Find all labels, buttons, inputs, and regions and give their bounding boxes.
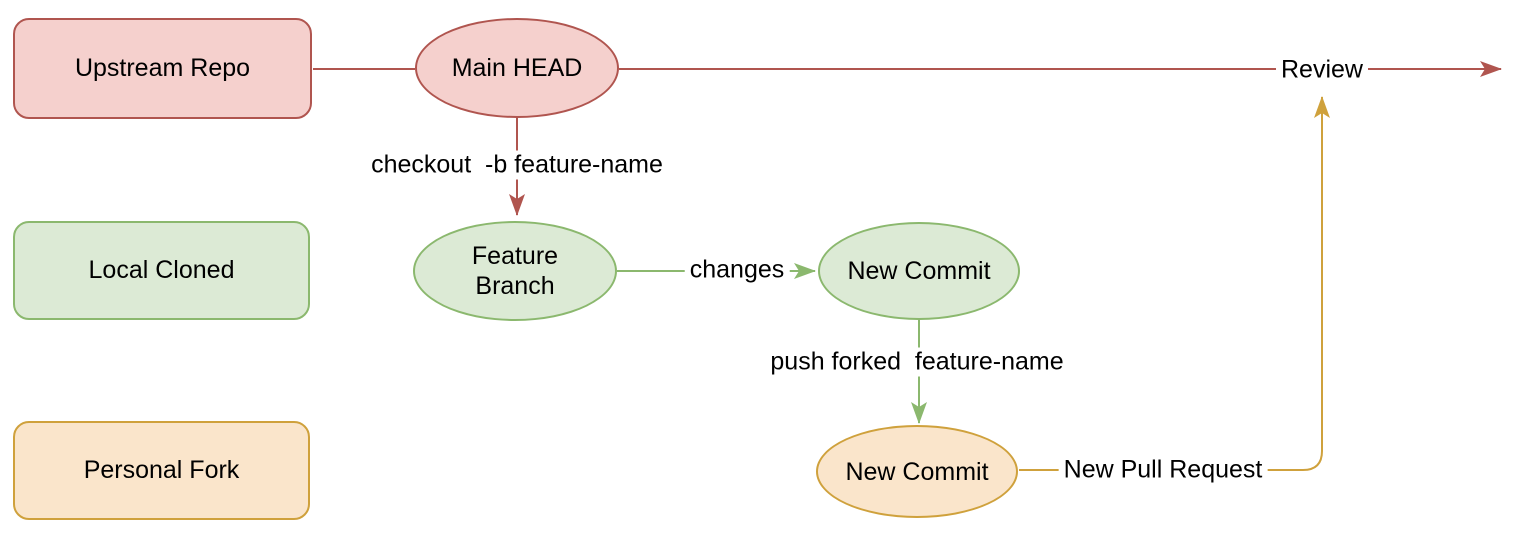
lane-personal-fork-label: Personal Fork	[83, 456, 240, 484]
node-feature-branch: Feature Branch	[413, 221, 617, 321]
lane-personal-fork: Personal Fork	[13, 421, 310, 520]
edge-label-checkout: checkout -b feature-name	[366, 150, 668, 180]
node-main-head-label: Main HEAD	[451, 54, 583, 82]
lane-local-cloned-label: Local Cloned	[88, 256, 235, 284]
edge-pull-request-arrow	[1019, 96, 1330, 471]
node-new-commit-local-label: New Commit	[847, 257, 991, 285]
node-new-commit-fork: New Commit	[816, 425, 1018, 518]
edge-label-changes: changes	[684, 255, 790, 285]
node-main-head: Main HEAD	[415, 18, 619, 118]
edge-label-pull-request: New Pull Request	[1058, 455, 1268, 485]
lane-local-cloned: Local Cloned	[13, 221, 310, 320]
node-new-commit-local: New Commit	[818, 222, 1020, 320]
lane-upstream-repo-label: Upstream Repo	[74, 54, 251, 82]
node-new-commit-fork-label: New Commit	[845, 457, 989, 486]
edge-label-review: Review	[1276, 55, 1368, 85]
lane-upstream-repo: Upstream Repo	[13, 18, 312, 119]
edge-label-push: push forked feature-name	[765, 347, 1069, 377]
node-feature-branch-label: Feature Branch	[471, 242, 559, 300]
